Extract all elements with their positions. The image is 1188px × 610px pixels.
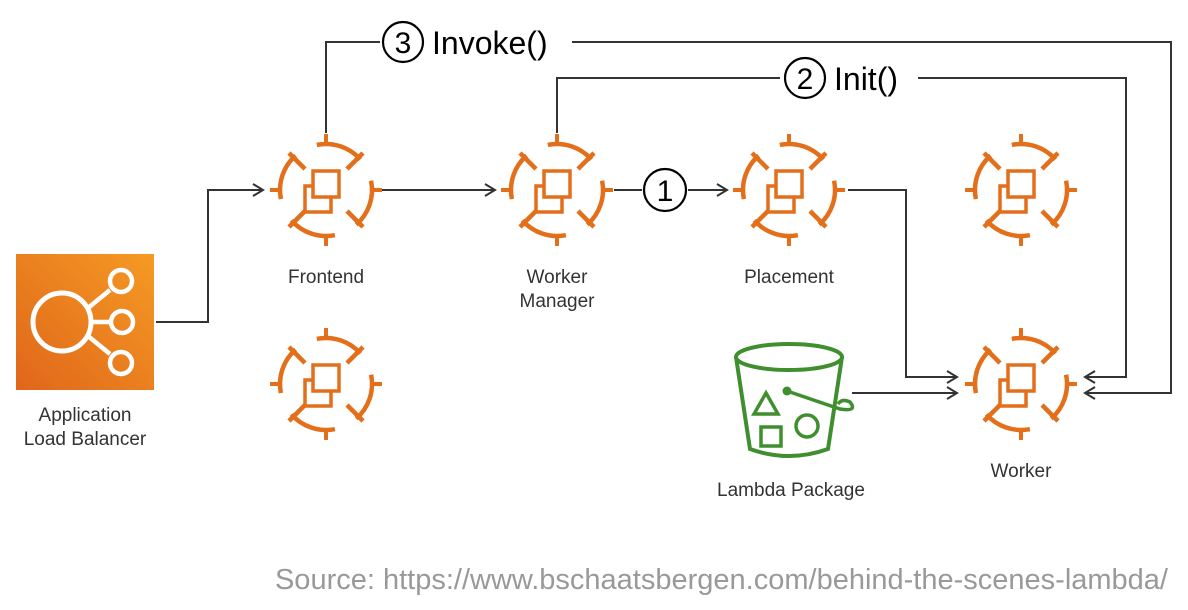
step-3-marker: 3 — [381, 20, 425, 64]
arrowhead-frontend — [252, 183, 265, 197]
step-3-number: 3 — [395, 27, 412, 60]
connector-invoke-right — [572, 41, 1172, 394]
step-1-marker: 1 — [642, 167, 688, 213]
worker-manager-label-line1: Worker — [527, 267, 589, 288]
step-1-number: 1 — [657, 175, 674, 208]
arrowhead-worker-invoke — [1083, 386, 1096, 400]
step-3-label: Invoke() — [432, 25, 548, 61]
connector-init-right — [918, 77, 1127, 378]
worker-manager-label-line2: Manager — [520, 291, 596, 312]
arrowhead-worker-manager — [484, 183, 497, 197]
arrowhead-worker-init — [1083, 370, 1096, 384]
arrowhead-worker-from-placement — [946, 370, 959, 384]
alb-label-line2: Load Balancer — [24, 429, 147, 450]
source-citation: Source: https://www.bschaatsbergen.com/b… — [275, 564, 1169, 596]
frontend-label: Frontend — [288, 267, 364, 288]
placement-ec2-icon — [733, 134, 845, 246]
connector-alb-to-frontend — [156, 189, 262, 323]
alb-label-line1: Application — [39, 405, 132, 426]
worker-ec2-icon — [965, 328, 1077, 440]
placement-label: Placement — [744, 267, 834, 288]
s3-bucket-icon — [734, 342, 855, 458]
arrowhead-worker-from-package — [946, 386, 959, 400]
step-2-label: Init() — [834, 61, 898, 97]
worker-label: Worker — [991, 461, 1053, 482]
idle-worker-ec2-icon — [965, 134, 1077, 246]
connector-placement-to-worker — [848, 189, 956, 378]
frontend-ec2-icon — [270, 134, 382, 246]
application-load-balancer-icon — [16, 254, 154, 390]
connector-init — [556, 77, 780, 133]
frontend-secondary-ec2-icon — [270, 328, 382, 440]
arrowhead-placement — [716, 183, 729, 197]
lambda-package-label: Lambda Package — [717, 480, 865, 501]
step-2-number: 2 — [797, 63, 814, 96]
step-2-marker: 2 — [783, 56, 827, 100]
connector-invoke — [325, 41, 380, 133]
worker-manager-ec2-icon — [501, 134, 613, 246]
